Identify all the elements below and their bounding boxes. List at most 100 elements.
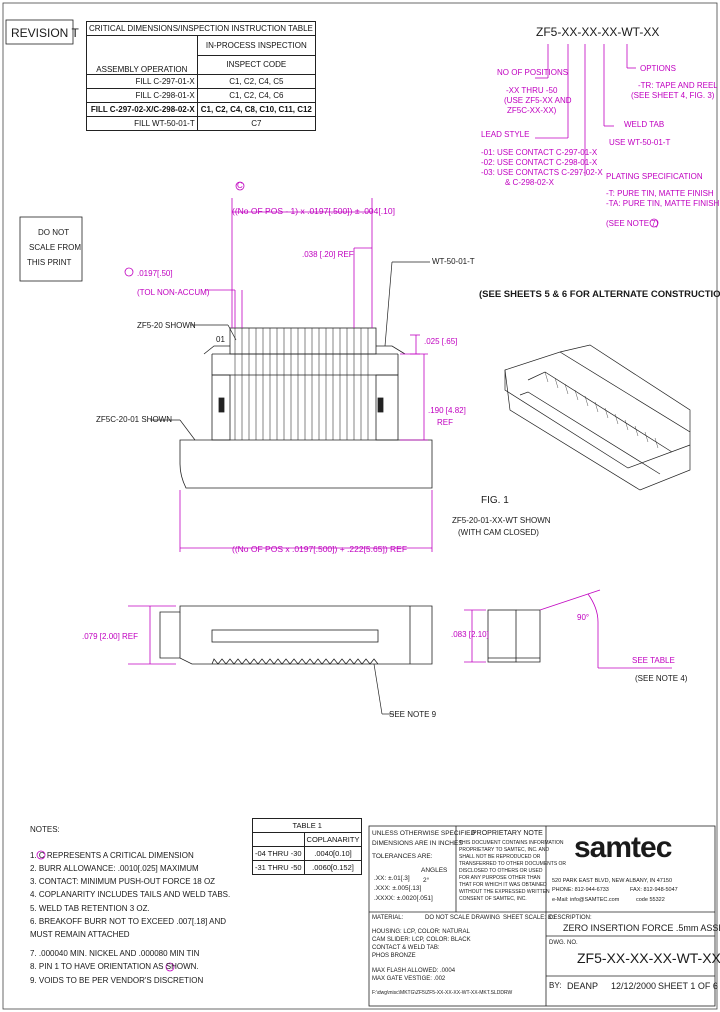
tb-tol-row: .XXXX: ±.0020[.051] [374, 895, 433, 902]
fig-line: ZF5-20-01-XX-WT SHOWN [452, 516, 551, 525]
tb-proprietary-line: THAT FOR WHICH IT WAS OBTAINED [459, 882, 547, 888]
d083-dimension: .083 [2.10] [451, 630, 489, 639]
crit-row-op: FILL C-298-01-X [86, 88, 198, 103]
options-line: -TR: TAPE AND REEL [638, 81, 718, 90]
see-table-label: SEE TABLE [632, 656, 675, 665]
tb-description: ZERO INSERTION FORCE .5mm ASSEMBLY [563, 923, 720, 933]
see-note9-label: SEE NOTE 9 [389, 710, 437, 719]
dimension-lines-bottom [128, 605, 176, 665]
fig-line: (WITH CAM CLOSED) [458, 528, 539, 537]
tb-fax: FAX: 812-948-5047 [630, 887, 678, 893]
tb-tol-row: .XXX: ±.005[.13] [374, 885, 422, 892]
bottom-dimension: ((No OF POS x .0197[.500]) + .222[5.65])… [232, 544, 408, 554]
tb-date: 12/12/2000 [611, 981, 657, 991]
tb-material-line: CONTACT & WELD TAB: [372, 945, 440, 951]
critical-c-top: C [237, 181, 243, 190]
note-item: 9. VOIDS TO BE PER VENDOR'S DISCRETION [30, 976, 204, 985]
zf5c-shown-label: ZF5C-20-01 SHOWN [96, 415, 173, 424]
connector-front-view [179, 327, 433, 489]
d079-dimension: .079 [2.00] REF [82, 632, 139, 641]
crit-col2-header-1: IN-PROCESS INSPECTION [196, 35, 316, 56]
table1-cell: -04 THRU -30 [252, 846, 305, 861]
plating-line: (SEE NOTE 7) [606, 219, 659, 228]
tb-address: 520 PARK EAST BLVD, NEW ALBANY, IN 47150 [552, 878, 673, 884]
table1-cell: -31 THRU -50 [252, 860, 305, 875]
tb-material-line: HOUSING: LCP, COLOR: NATURAL [372, 929, 470, 935]
do-not-scale-line: DO NOT [38, 228, 70, 237]
tb-proprietary-line: CONSENT OF SAMTEC, INC. [459, 896, 527, 902]
tb-by: DEANP [567, 981, 599, 991]
tb-proprietary-line: TRANSFERRED TO OTHER DOCUMENTS OR [459, 861, 567, 867]
table1-header: COPLANARITY [303, 832, 363, 847]
tb-proprietary-line: FOR ANY PURPOSE OTHER THAN [459, 875, 541, 881]
note-item: 6. BREAKOFF BURR NOT TO EXCEED .007[.18]… [30, 917, 227, 926]
note-item: 2. BURR ALLOWANCE: .0010[.025] MAXIMUM [30, 864, 199, 873]
tb-tol-row: .XX: ±.01[.3] [374, 875, 410, 882]
critical-marks [36, 181, 659, 972]
tb-dwg-no: ZF5-XX-XX-XX-WT-XX [577, 950, 720, 966]
tb-material-label: MATERIAL: [372, 915, 404, 921]
part-code-title: ZF5-XX-XX-XX-WT-XX [536, 25, 660, 39]
connector-bottom-view [159, 605, 433, 665]
angle-90: 90° [577, 613, 590, 622]
tb-sheet-scale: SHEET SCALE: 8:1 [503, 915, 556, 921]
fig-title: FIG. 1 [481, 495, 509, 506]
tb-angles: ANGLES [421, 867, 448, 874]
lead-style-line: -02: USE CONTACT C-298-01-X [481, 158, 598, 167]
tb-sheet: SHEET 1 OF 6 [658, 981, 718, 991]
pin1-label: 01 [216, 335, 225, 344]
tb-tolerances: TOLERANCES ARE: [372, 853, 433, 860]
crit-row-code: C1, C2, C4, C5 [196, 74, 316, 89]
weld-tab-line: USE WT-50-01-T [609, 138, 671, 147]
plating-line: -TA: PURE TIN, MATTE FINISH [606, 199, 720, 208]
note-item: 5. WELD TAB RETENTION 3 OZ. [30, 904, 150, 913]
tb-do-not-scale: DO NOT SCALE DRAWING [425, 915, 501, 921]
tb-proprietary-line: DISCLOSED TO OTHERS OR USED [459, 868, 543, 874]
tb-phone: PHONE: 812-944-6733 [552, 887, 609, 893]
leader-lines-front [150, 261, 430, 441]
lead-style-line: -01: USE CONTACT C-297-01-X [481, 148, 598, 157]
tb-max-gate: MAX GATE VESTIGE: .002 [372, 976, 446, 982]
positions-line: (USE ZF5-XX AND [504, 96, 572, 105]
do-not-scale-box [19, 216, 83, 282]
tol-non-accum: (TOL NON-ACCUM) [137, 288, 210, 297]
tb-dwg-label: DWG. NO. [549, 940, 578, 946]
plating-line: -T: PURE TIN, MATTE FINISH [606, 189, 714, 198]
coplanarity-table: TABLE 1 COPLANARITY -04 THRU -30.0040[0.… [251, 818, 363, 875]
do-not-scale-line: SCALE FROM [29, 243, 82, 252]
lead-style-line: & C-298-02-X [505, 178, 554, 187]
crit-row-code: C1, C2, C4, C6 [196, 88, 316, 103]
crit-row-op: FILL C-297-02-X/C-298-02-X [86, 102, 198, 117]
table1-cell: .0040[0.10] [303, 846, 363, 861]
tb-dims-are: DIMENSIONS ARE IN INCHES [372, 840, 463, 847]
table1-header [252, 832, 305, 847]
crit-col2-header-2: INSPECT CODE [196, 54, 316, 75]
critical-dimension-table: CRITICAL DIMENSIONS/INSPECTION INSTRUCTI… [86, 21, 316, 131]
samtec-logo: samtec [574, 831, 672, 864]
tb-angle-value: 2° [423, 877, 430, 884]
tb-proprietary-line: SHALL NOT BE REPRODUCED OR [459, 854, 541, 860]
tb-code: code 55322 [636, 897, 665, 903]
alternate-construction-note: (SEE SHEETS 5 & 6 FOR ALTERNATE CONSTRUC… [479, 289, 720, 300]
tb-proprietary-line: WITHOUT THE EXPRESSED WRITTEN [459, 889, 550, 895]
tb-proprietary-title: PROPRIETARY NOTE [472, 830, 543, 837]
note-item: 4. COPLANARITY INCLUDES TAILS AND WELD T… [30, 890, 231, 899]
crit-row-code: C7 [196, 116, 316, 131]
positions-line: -XX THRU -50 [506, 86, 558, 95]
table1-cell: .0060[0.152] [303, 860, 363, 875]
dimension-lines-side [464, 589, 672, 669]
title-block-grid [368, 825, 716, 1007]
crit-row-op: FILL C-297-01-X [86, 74, 198, 89]
weld-tab-part-label: WT-50-01-T [432, 257, 475, 266]
weld-tab-label: WELD TAB [624, 120, 665, 129]
tb-proprietary-line: PROPRIETARY TO SAMTEC, INC. AND [459, 847, 550, 853]
revision-box [5, 19, 74, 45]
note-item: 8. PIN 1 TO HAVE ORIENTATION AS SHOWN. [30, 962, 199, 971]
lead-style-label: LEAD STYLE [481, 130, 530, 139]
tb-material-line: CAM SLIDER: LCP, COLOR: BLACK [372, 937, 471, 943]
tb-unless: UNLESS OTHERWISE SPECIFIED [372, 830, 476, 837]
note-item: 3. CONTACT: MINIMUM PUSH-OUT FORCE 18 OZ [30, 877, 216, 886]
tb-max-flash: MAX FLASH ALLOWED: .0004 [372, 968, 456, 974]
d025-dimension: .025 [.65] [424, 337, 458, 346]
